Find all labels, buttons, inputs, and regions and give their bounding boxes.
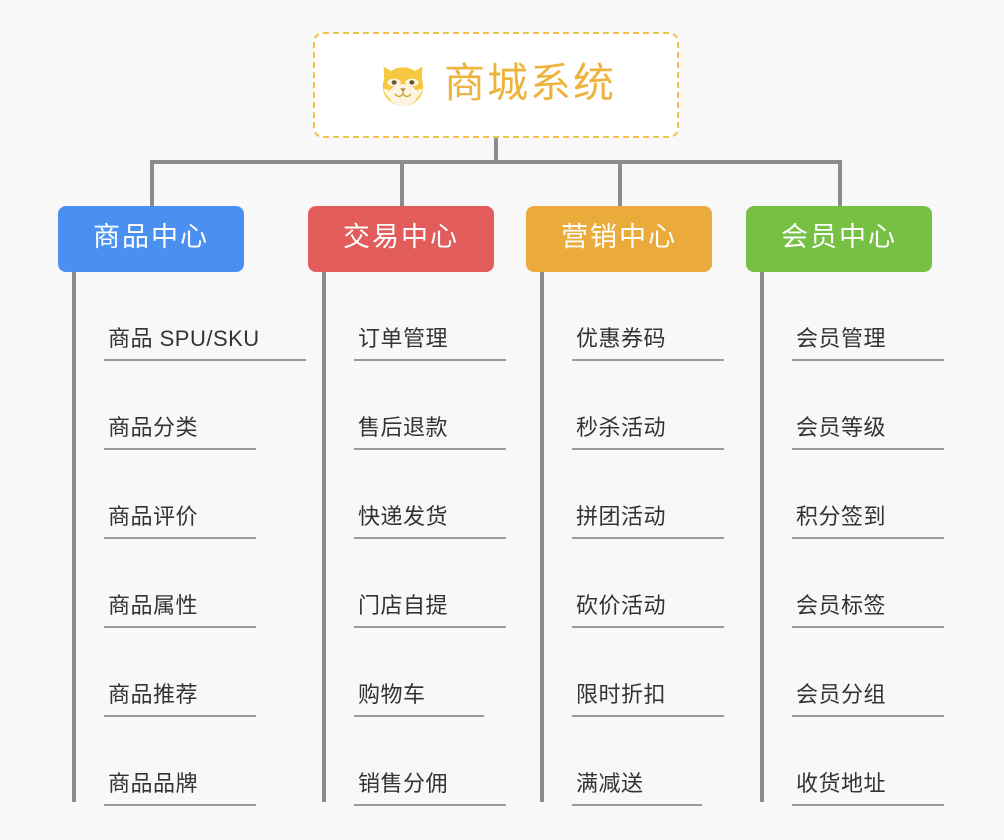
leaf-underline: 会员分组 — [792, 684, 944, 717]
leaf-underline: 优惠券码 — [572, 328, 724, 361]
list-item-label: 订单管理 — [358, 326, 449, 351]
list-item[interactable]: 购物车 — [322, 628, 506, 717]
leaf-list-marketing-center: 优惠券码 秒杀活动 拼团活动 砍价活动 限时折扣 — [540, 272, 724, 806]
list-item[interactable]: 满减送 — [540, 717, 724, 806]
list-item-label: 商品品牌 — [108, 771, 199, 796]
list-item-label: 积分签到 — [796, 504, 887, 529]
list-item[interactable]: 拼团活动 — [540, 450, 724, 539]
leaf-rail-product-center — [72, 272, 76, 802]
list-item-label: 砍价活动 — [576, 593, 667, 618]
list-item[interactable]: 会员分组 — [760, 628, 944, 717]
leaf-rail-member-center — [760, 272, 764, 802]
category-label-marketing-center: 营销中心 — [561, 222, 677, 252]
list-item[interactable]: 商品 SPU/SKU — [72, 272, 306, 361]
list-item[interactable]: 售后退款 — [322, 361, 506, 450]
category-label-trade-center: 交易中心 — [343, 222, 459, 252]
leaf-underline: 门店自提 — [354, 595, 506, 628]
leaf-underline: 拼团活动 — [572, 506, 724, 539]
leaf-underline: 订单管理 — [354, 328, 506, 361]
list-item-label: 商品推荐 — [108, 682, 199, 707]
list-item[interactable]: 收货地址 — [760, 717, 944, 806]
leaf-rail-trade-center — [322, 272, 326, 802]
leaf-underline: 购物车 — [354, 684, 484, 717]
connector-horizontal-bus — [150, 160, 842, 164]
category-box-marketing-center[interactable]: 营销中心 — [526, 206, 712, 272]
list-item-label: 会员管理 — [796, 326, 887, 351]
list-item[interactable]: 秒杀活动 — [540, 361, 724, 450]
connector-leg-member-center — [838, 160, 842, 206]
leaf-underline: 收货地址 — [792, 773, 944, 806]
leaf-underline: 商品分类 — [104, 417, 256, 450]
list-item[interactable]: 优惠券码 — [540, 272, 724, 361]
leaf-underline: 砍价活动 — [572, 595, 724, 628]
list-item[interactable]: 商品属性 — [72, 539, 306, 628]
leaf-underline: 秒杀活动 — [572, 417, 724, 450]
list-item-label: 会员分组 — [796, 682, 887, 707]
list-item-label: 会员标签 — [796, 593, 887, 618]
connector-trunk-vertical — [494, 138, 498, 164]
list-item-label: 门店自提 — [358, 593, 449, 618]
list-item-label: 商品 SPU/SKU — [108, 326, 260, 351]
connector-leg-trade-center — [400, 160, 404, 206]
leaf-underline: 积分签到 — [792, 506, 944, 539]
list-item[interactable]: 积分签到 — [760, 450, 944, 539]
list-item-label: 销售分佣 — [358, 771, 449, 796]
list-item[interactable]: 订单管理 — [322, 272, 506, 361]
category-box-product-center[interactable]: 商品中心 — [58, 206, 244, 272]
leaf-list-member-center: 会员管理 会员等级 积分签到 会员标签 会员分组 — [760, 272, 944, 806]
list-item-label: 商品分类 — [108, 415, 199, 440]
list-item-label: 会员等级 — [796, 415, 887, 440]
leaf-underline: 售后退款 — [354, 417, 506, 450]
root-node-title: 商城系统 — [444, 59, 616, 106]
category-label-member-center: 会员中心 — [781, 222, 897, 252]
list-item[interactable]: 会员管理 — [760, 272, 944, 361]
leaf-list-trade-center: 订单管理 售后退款 快递发货 门店自提 购物车 — [322, 272, 506, 806]
category-label-product-center: 商品中心 — [93, 222, 209, 252]
list-item-label: 满减送 — [576, 771, 644, 796]
leaf-underline: 商品品牌 — [104, 773, 256, 806]
category-box-member-center[interactable]: 会员中心 — [746, 206, 932, 272]
list-item[interactable]: 砍价活动 — [540, 539, 724, 628]
list-item[interactable]: 商品推荐 — [72, 628, 306, 717]
leaf-list-product-center: 商品 SPU/SKU 商品分类 商品评价 商品属性 商品推荐 — [72, 272, 306, 806]
list-item[interactable]: 限时折扣 — [540, 628, 724, 717]
list-item[interactable]: 会员标签 — [760, 539, 944, 628]
list-item[interactable]: 会员等级 — [760, 361, 944, 450]
shiba-dog-icon — [382, 66, 424, 107]
leaf-underline: 商品属性 — [104, 595, 256, 628]
connector-leg-marketing-center — [618, 160, 622, 206]
list-item-label: 收货地址 — [796, 771, 887, 796]
list-item[interactable]: 商品品牌 — [72, 717, 306, 806]
leaf-underline: 满减送 — [572, 773, 702, 806]
list-item-label: 限时折扣 — [576, 682, 667, 707]
list-item-label: 优惠券码 — [576, 326, 667, 351]
leaf-rail-marketing-center — [540, 272, 544, 802]
list-item-label: 快递发货 — [358, 504, 449, 529]
leaf-underline: 商品评价 — [104, 506, 256, 539]
list-item[interactable]: 商品评价 — [72, 450, 306, 539]
leaf-underline: 会员管理 — [792, 328, 944, 361]
list-item-label: 秒杀活动 — [576, 415, 667, 440]
category-box-trade-center[interactable]: 交易中心 — [308, 206, 494, 272]
leaf-underline: 商品推荐 — [104, 684, 256, 717]
list-item[interactable]: 快递发货 — [322, 450, 506, 539]
connector-leg-product-center — [150, 160, 154, 206]
list-item-label: 购物车 — [358, 682, 426, 707]
list-item[interactable]: 商品分类 — [72, 361, 306, 450]
list-item-label: 商品属性 — [108, 593, 199, 618]
leaf-underline: 限时折扣 — [572, 684, 724, 717]
leaf-underline: 会员标签 — [792, 595, 944, 628]
list-item-label: 商品评价 — [108, 504, 199, 529]
list-item[interactable]: 销售分佣 — [322, 717, 506, 806]
leaf-underline: 会员等级 — [792, 417, 944, 450]
list-item-label: 售后退款 — [358, 415, 449, 440]
list-item-label: 拼团活动 — [576, 504, 667, 529]
leaf-underline: 快递发货 — [354, 506, 506, 539]
leaf-underline: 商品 SPU/SKU — [104, 328, 306, 361]
list-item[interactable]: 门店自提 — [322, 539, 506, 628]
leaf-underline: 销售分佣 — [354, 773, 506, 806]
root-node-mall-system[interactable]: 商城系统 — [313, 32, 679, 138]
